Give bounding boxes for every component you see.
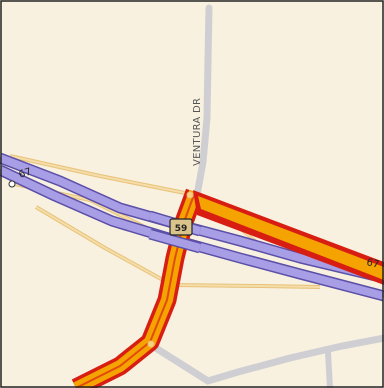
ventura-dr-road[interactable] bbox=[193, 4, 213, 199]
south-branch-road[interactable] bbox=[325, 351, 333, 388]
ramp-sw-fill bbox=[35, 206, 173, 286]
street-label-ventura-dr: VENTURA DR bbox=[192, 98, 203, 166]
shield-background bbox=[169, 218, 193, 236]
ramp-nw-fill bbox=[9, 155, 196, 196]
highway-node bbox=[8, 180, 16, 188]
shield-label: 59 bbox=[175, 224, 188, 234]
highway-ref-label-east: 67 bbox=[365, 257, 380, 270]
route-shield-59[interactable]: 59 bbox=[169, 218, 193, 236]
junction-node-north bbox=[186, 191, 194, 199]
overpass-south bbox=[148, 230, 202, 252]
minor-roads bbox=[147, 4, 384, 388]
trunk-east[interactable] bbox=[198, 196, 384, 280]
junction-node-south bbox=[147, 340, 155, 348]
south-street-road[interactable] bbox=[147, 334, 384, 385]
map-labels: VENTURA DR 67 67 59 bbox=[18, 98, 381, 271]
highway-ref-label-west: 67 bbox=[18, 166, 34, 180]
ramp-se-fill bbox=[171, 284, 321, 288]
